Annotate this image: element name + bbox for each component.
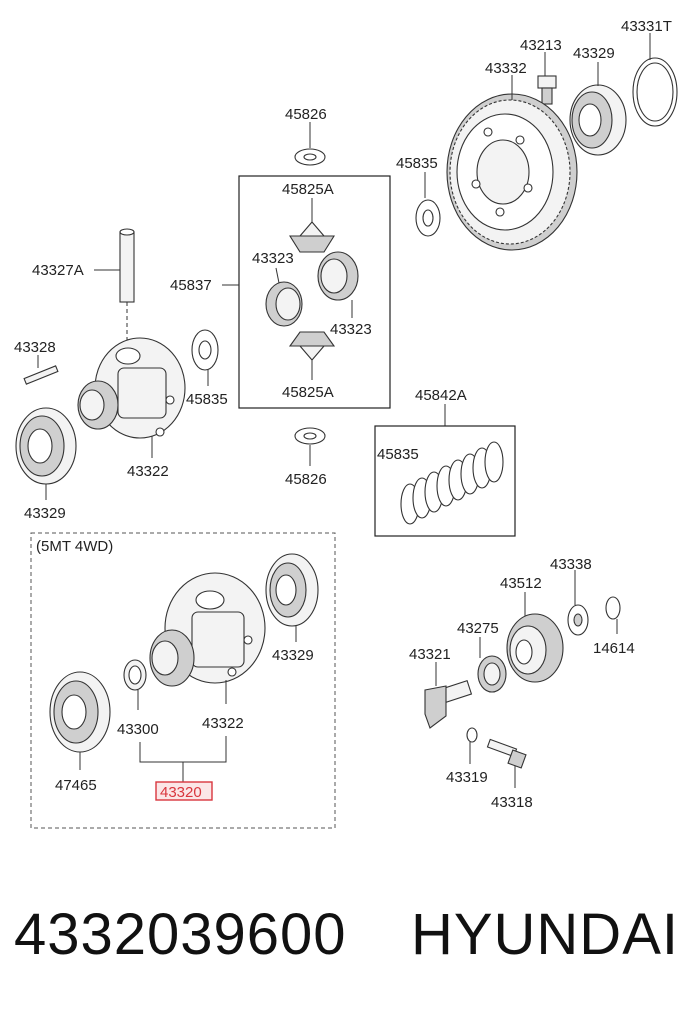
label-43329-top: 43329 <box>573 45 615 62</box>
side-gear-43323-a <box>265 281 303 327</box>
label-43328: 43328 <box>14 339 56 356</box>
label-45835-stack: 45835 <box>377 446 419 463</box>
snap-ring-43331T <box>632 57 678 127</box>
diff-case-43322-box <box>149 572 266 687</box>
label-45826-top: 45826 <box>285 106 327 123</box>
label-45825A-bottom: 45825A <box>282 384 334 401</box>
clip-14614 <box>605 596 621 620</box>
kit-box-45842A <box>374 425 516 537</box>
shaft-43321 <box>424 680 473 729</box>
pin-43328 <box>23 365 59 385</box>
washer-43338 <box>567 604 589 636</box>
label-47465: 47465 <box>55 777 97 794</box>
label-45842A: 45842A <box>415 387 467 404</box>
label-45835-top: 45835 <box>396 155 438 172</box>
label-43318: 43318 <box>491 794 533 811</box>
label-43322-box: 43322 <box>202 715 244 732</box>
label-14614: 14614 <box>593 640 635 657</box>
label-45825A-top: 45825A <box>282 181 334 198</box>
side-gear-43323-b <box>317 251 359 301</box>
label-43327A: 43327A <box>32 262 84 279</box>
label-45826-bottom: 45826 <box>285 471 327 488</box>
label-43512: 43512 <box>500 575 542 592</box>
o-ring-43319 <box>466 727 478 743</box>
kit-box-45837 <box>238 175 391 409</box>
diff-case-43322-top <box>77 337 186 439</box>
highlight-box-43320 <box>155 781 213 801</box>
pin-43327A <box>119 228 135 303</box>
label-43300: 43300 <box>117 721 159 738</box>
label-43320-highlight: 43320 <box>160 784 202 801</box>
bearing-43329-top <box>569 84 627 156</box>
seal-43300 <box>123 659 147 691</box>
variant-label: (5MT 4WD) <box>36 538 113 555</box>
label-43213: 43213 <box>520 37 562 54</box>
label-43332: 43332 <box>485 60 527 77</box>
exploded-parts-diagram: 43331T 43329 43213 43332 45835 4582 <box>14 18 678 829</box>
label-43329-left: 43329 <box>24 505 66 522</box>
bolt-43213 <box>537 75 557 105</box>
label-43275: 43275 <box>457 620 499 637</box>
brand-caption: HYUNDAI <box>410 902 679 967</box>
label-43322-top: 43322 <box>127 463 169 480</box>
label-45837: 45837 <box>170 277 212 294</box>
label-43323-b: 43323 <box>330 321 372 338</box>
pinion-gear-45825A-top <box>289 221 335 253</box>
washer-45835-top <box>415 199 441 237</box>
bearing-43329-box <box>265 553 319 627</box>
label-43338: 43338 <box>550 556 592 573</box>
washer-45826-top <box>294 148 326 166</box>
bolt-43318 <box>486 738 527 769</box>
caption-bar: 4332039600 HYUNDAI <box>0 890 695 980</box>
part-number-caption: 4332039600 <box>14 902 347 967</box>
label-43329-box: 43329 <box>272 647 314 664</box>
washer-stack-45835 <box>400 441 504 525</box>
label-45835-mid: 45835 <box>186 391 228 408</box>
washer-45835-mid <box>191 329 219 371</box>
pinion-gear-45825A-bottom <box>288 331 336 361</box>
washer-45826-bottom <box>294 427 326 445</box>
bearing-43329-left <box>15 407 77 485</box>
ring-gear-43332 <box>446 93 578 251</box>
label-43321: 43321 <box>409 646 451 663</box>
label-43331T: 43331T <box>621 18 672 35</box>
needle-bearing-43275 <box>477 655 507 693</box>
gear-43512 <box>506 613 564 683</box>
variant-box-5mt-4wd <box>30 532 336 829</box>
label-43323-a: 43323 <box>252 250 294 267</box>
label-43319: 43319 <box>446 769 488 786</box>
bearing-47465 <box>49 671 111 753</box>
